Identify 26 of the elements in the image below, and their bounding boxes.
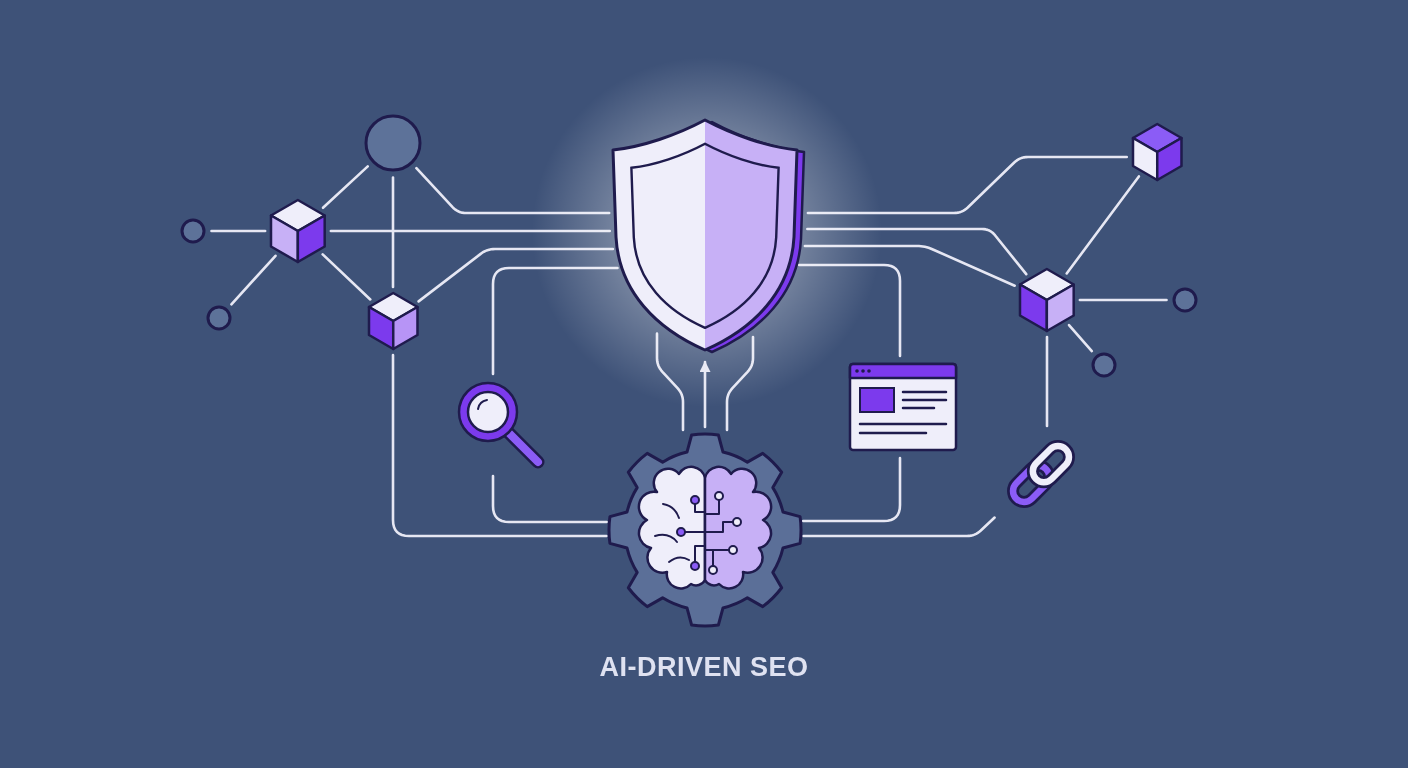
connector-line	[1065, 175, 1141, 275]
connector-line	[321, 253, 372, 301]
connector-line	[802, 516, 996, 538]
diagram-title: AI-DRIVEN SEO	[599, 651, 809, 684]
cube-icon	[366, 291, 420, 351]
magnifier-icon	[456, 380, 546, 470]
network-dot	[1172, 287, 1198, 313]
network-dot	[180, 218, 206, 244]
browser-window-icon	[848, 362, 958, 452]
connector-line	[1045, 335, 1049, 428]
connector-line	[801, 456, 902, 523]
connector-line	[391, 176, 395, 289]
cube-icon	[269, 198, 327, 264]
gear-brain-icon	[607, 432, 803, 628]
connector-line	[391, 353, 608, 538]
cube-icon	[1018, 267, 1076, 333]
connector-line	[1067, 323, 1094, 353]
connector-line	[1078, 298, 1168, 302]
network-dot	[364, 114, 422, 172]
network-dot	[1091, 352, 1117, 378]
cube-icon	[1130, 122, 1184, 182]
connector-line	[491, 474, 608, 524]
connector-line	[230, 254, 277, 306]
connector-line	[210, 229, 267, 233]
network-dot	[206, 305, 232, 331]
connector-line	[321, 165, 370, 210]
